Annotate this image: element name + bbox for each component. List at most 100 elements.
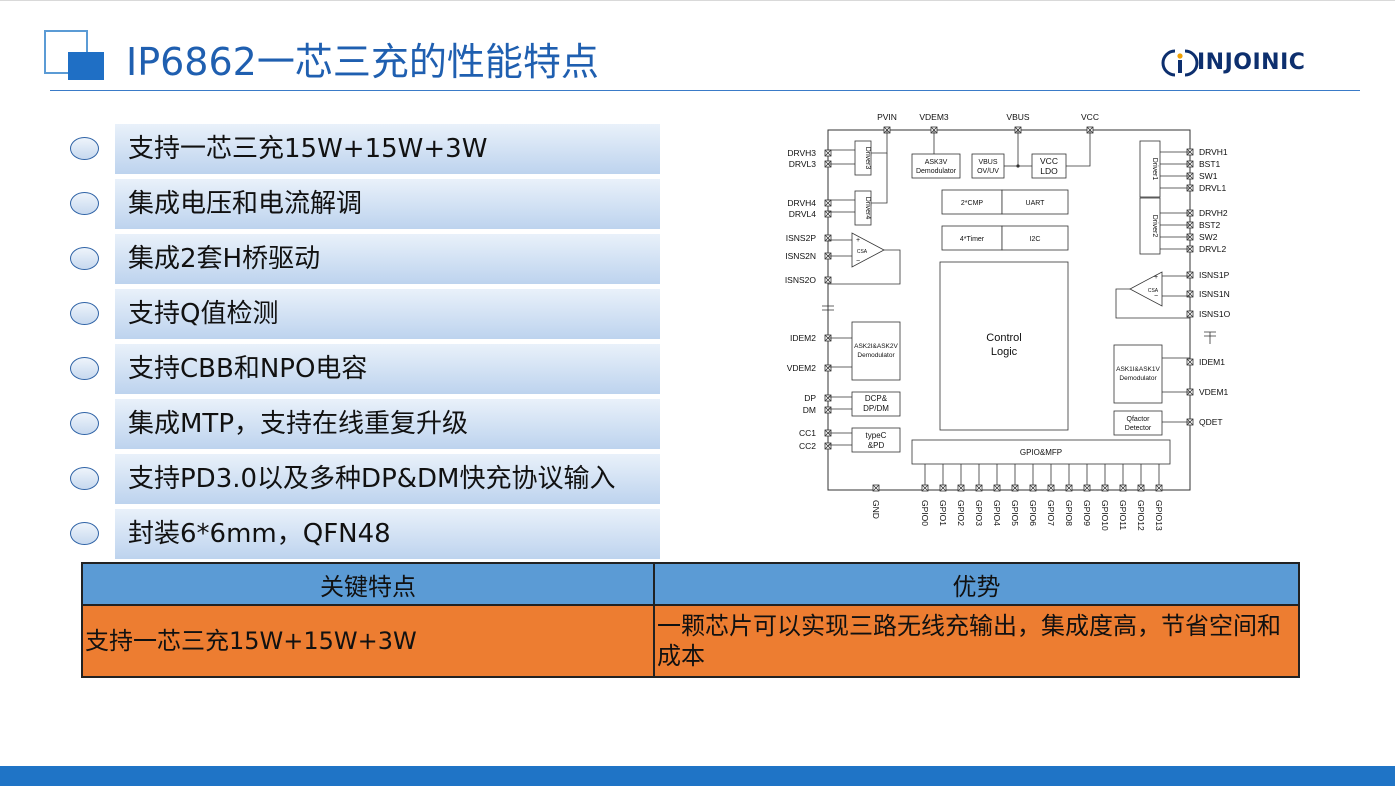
qfactor-block [1113, 410, 1163, 436]
pin-label: DRVH4 [787, 198, 816, 208]
pin-label: VDEM1 [1199, 387, 1229, 397]
feature-item: 集成MTP，支持在线重复升级 [70, 399, 670, 449]
pin-label: BST1 [1199, 159, 1221, 169]
vbus-label-2: OV/UV [977, 168, 999, 175]
ask1-block [1113, 344, 1163, 404]
pin-pad [1065, 484, 1073, 492]
bullet-circle-icon [70, 302, 99, 325]
feature-text: 集成MTP，支持在线重复升级 [128, 409, 468, 439]
injoinic-logo-icon [1161, 49, 1199, 77]
feature-item: 支持PD3.0以及多种DP&DM快充协议输入 [70, 454, 670, 504]
pin-label: GPIO0 [920, 500, 930, 526]
vcc-ldo-label-2: LDO [1040, 166, 1058, 176]
vcc-ldo-label-1: VCC [1040, 156, 1058, 166]
table-row: 支持一芯三充15W+15W+3W 一颗芯片可以实现三路无线充输出，集成度高，节省… [81, 604, 1300, 678]
pin-label: GPIO2 [956, 500, 966, 526]
feature-text: 支持Q值检测 [128, 299, 279, 329]
feature-bar [115, 289, 660, 339]
pin-pad [1083, 484, 1091, 492]
pin-label: DRVL2 [1199, 244, 1227, 254]
driver3-block [854, 140, 872, 176]
pin-label: VDEM3 [919, 112, 949, 122]
pin-label: GPIO11 [1118, 500, 1128, 530]
pin-pad [1186, 358, 1194, 366]
pin-label: GPIO12 [1136, 500, 1146, 531]
bullet-circle-icon [70, 522, 99, 545]
pin-label: ISNS2O [785, 275, 817, 285]
pin-pad [1186, 271, 1194, 279]
bullet-circle-icon [70, 412, 99, 435]
feature-item: 封装6*6mm，QFN48 [70, 509, 670, 559]
feature-bar [115, 234, 660, 284]
wire [1204, 331, 1216, 344]
timer-label: 4*Timer [960, 236, 985, 243]
csa1-plus: + [1154, 274, 1158, 281]
feature-bar [115, 399, 660, 449]
driver2-label: Driver2 [1151, 215, 1158, 238]
pin-pad [1101, 484, 1109, 492]
gpio-mfp-block [911, 439, 1171, 465]
csa2-minus: − [856, 258, 860, 265]
qfactor-label-2: Detector [1125, 425, 1152, 432]
wire [1066, 130, 1091, 167]
pin-label: ISNS2P [786, 233, 817, 243]
brand-logo: INJOINIC [1161, 44, 1305, 82]
top-divider [0, 0, 1395, 1]
ask3v-label-2: Demodulator [916, 168, 957, 175]
pin-label: GPIO4 [992, 500, 1002, 526]
pin-label: ISNS2N [785, 251, 816, 261]
driver4-block [854, 190, 872, 226]
pin-label: QDET [1199, 417, 1223, 427]
pin-pad [824, 442, 832, 450]
bullet-circle-icon [70, 247, 99, 270]
qfactor-label-1: Qfactor [1127, 416, 1151, 423]
ask1-label-2: Demodulator [1119, 375, 1157, 382]
typec-label-2: &PD [868, 441, 885, 450]
csa2-plus: + [856, 237, 860, 244]
pin-label: BST2 [1199, 220, 1221, 230]
feature-item: 集成电压和电流解调 [70, 179, 670, 229]
pin-pad [957, 484, 965, 492]
vbus-label-1: VBUS [978, 159, 997, 166]
typec-label-1: typeC [866, 431, 887, 440]
pin-label: GPIO10 [1100, 500, 1110, 531]
csa2-label: CSA [857, 249, 868, 255]
timer-block [941, 225, 1003, 251]
pin-pad [939, 484, 947, 492]
pin-pad [921, 484, 929, 492]
bullet-circle-icon [70, 357, 99, 380]
pin-label: DP [804, 393, 816, 403]
feature-item: 支持Q值检测 [70, 289, 670, 339]
pin-label: GPIO7 [1046, 500, 1056, 526]
uart-block [1001, 189, 1069, 215]
control-logic-block [939, 261, 1069, 431]
title-decoration-fill [68, 52, 104, 80]
pin-pad [824, 210, 832, 218]
feature-bar [115, 509, 660, 559]
pin-pad [824, 406, 832, 414]
driver1-label: Driver1 [1151, 158, 1158, 181]
ask1-label-1: ASK1I&ASK1V [1116, 366, 1160, 373]
pin-label: ISNS1P [1199, 270, 1230, 280]
control-logic-label-2: Logic [991, 346, 1018, 358]
pin-label: GPIO1 [938, 500, 948, 526]
table-cell-feature: 支持一芯三充15W+15W+3W [81, 604, 655, 678]
bullet-circle-icon [70, 467, 99, 490]
ask2-label-1: ASK2I&ASK2V [854, 343, 898, 350]
cmp-label: 2*CMP [961, 200, 984, 207]
feature-bar [115, 454, 660, 504]
pin-label: DRVH1 [1199, 147, 1228, 157]
wire [822, 305, 834, 318]
pin-pad [1047, 484, 1055, 492]
pin-pad [1029, 484, 1037, 492]
gpio-mfp-label: GPIO&MFP [1020, 448, 1062, 457]
wire [1115, 288, 1190, 319]
pin-pad [824, 199, 832, 207]
pin-pad [824, 394, 832, 402]
feature-text: 集成电压和电流解调 [128, 189, 363, 219]
page-title: IP6862一芯三充的性能特点 [126, 40, 599, 84]
pin-pad [975, 484, 983, 492]
i2c-block [1001, 225, 1069, 251]
pin-label: VDEM2 [787, 363, 817, 373]
